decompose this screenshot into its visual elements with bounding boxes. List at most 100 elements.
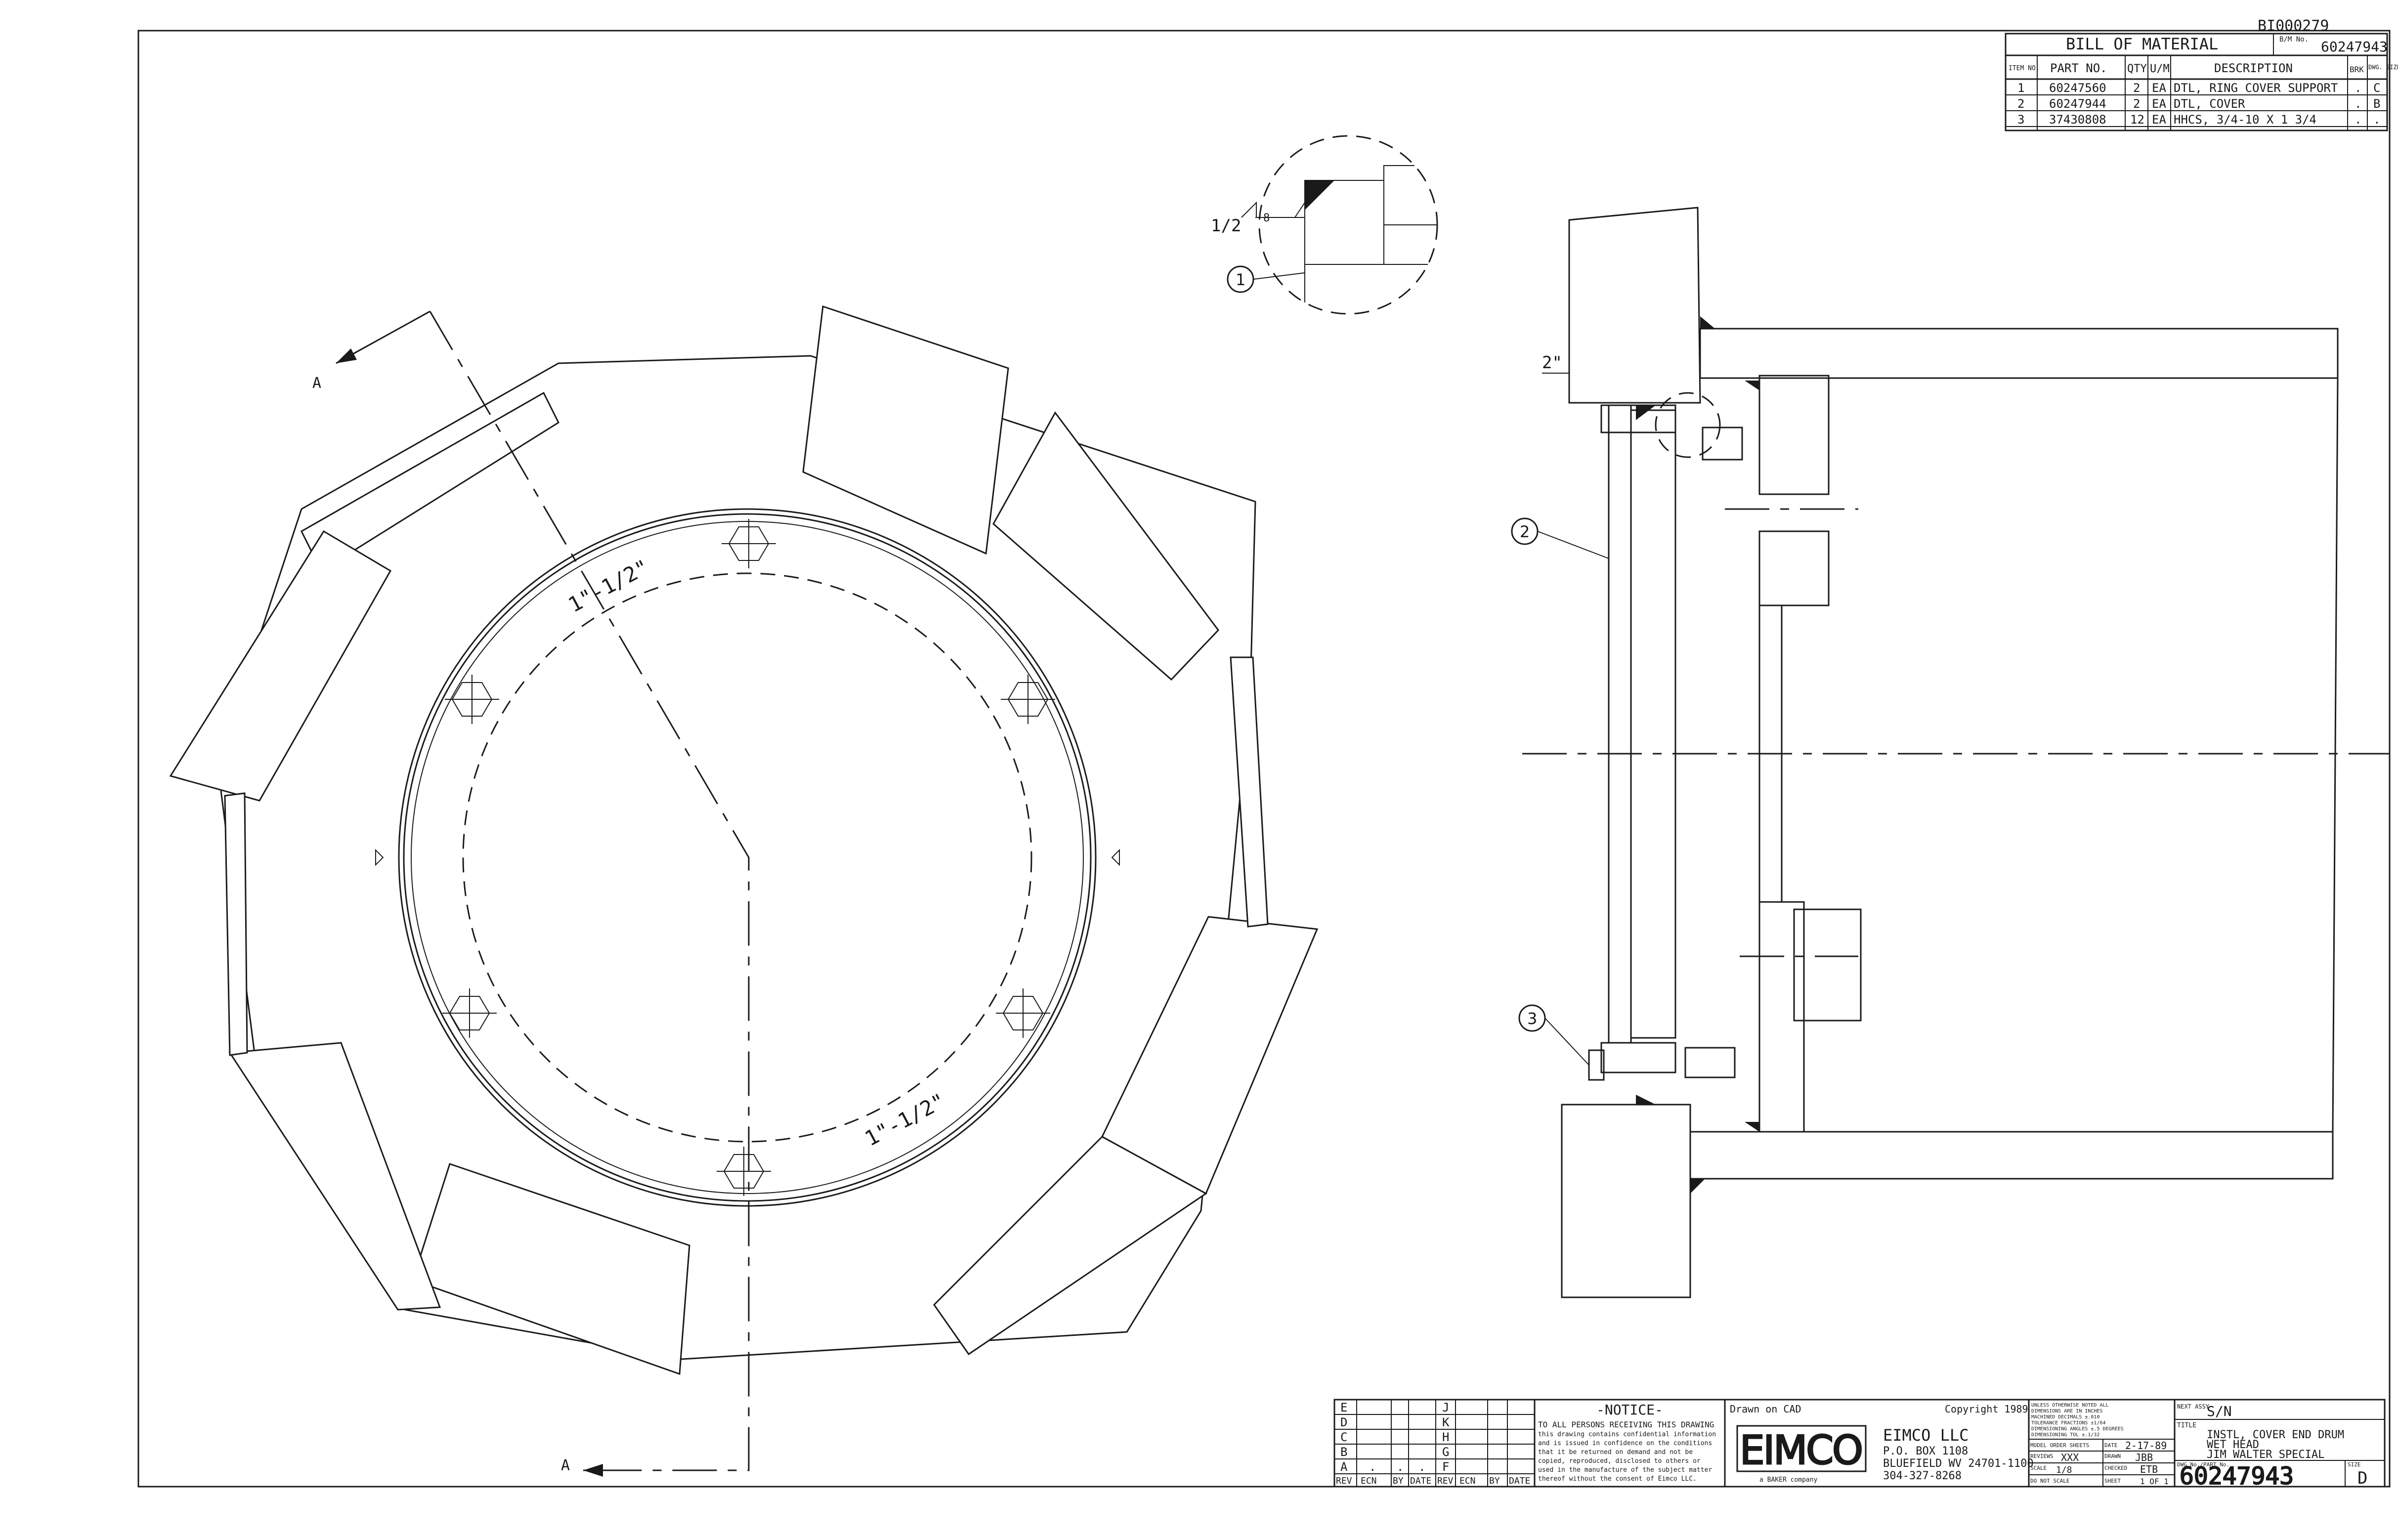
dimension-lower: 1"-1/2" — [861, 1088, 949, 1151]
bom-header-brk: BRK — [2350, 65, 2364, 74]
balloon-2-label: 2 — [1520, 522, 1530, 541]
bom-header-item: ITEM NO. — [2009, 65, 2040, 72]
title-block: NEXT ASSY S/N TITLE INSTL, COVER END DRU… — [2174, 1399, 2386, 1491]
rev-footer: ECN — [1361, 1476, 1377, 1486]
copyright: Copyright 1989 — [1945, 1403, 2028, 1415]
notice-line: thereof without the consent of Eimco LLC… — [1538, 1475, 1697, 1483]
section-label-a-bottom: A — [561, 1457, 570, 1474]
bom-cell: 1 — [2017, 81, 2024, 95]
bom-cell: DTL, COVER — [2174, 97, 2245, 111]
company-name: EIMCO LLC — [1883, 1426, 1969, 1445]
rev-letter: H — [1442, 1430, 1449, 1444]
rev-footer: DATE — [1410, 1476, 1431, 1486]
bolt-hex-group — [442, 519, 1055, 1196]
bom-cell: EA — [2152, 113, 2166, 127]
bom-header-qty: QTY — [2127, 63, 2147, 75]
tol-field-value: 1 OF 1 — [2140, 1477, 2169, 1486]
rev-dot: . — [1369, 1460, 1376, 1474]
size-label: SIZE — [2348, 1461, 2361, 1468]
tol-field-value: 2-17-89 — [2125, 1440, 2167, 1452]
bom-header-part: PART NO. — [2050, 61, 2107, 75]
chamfer-callout: 2" — [1542, 353, 1562, 373]
tolerance-block: UNLESS OTHERWISE NOTED ALL DIMENSIONS AR… — [2028, 1399, 2176, 1488]
sheet-border — [137, 30, 2391, 1488]
balloon-1-label: 1 — [1236, 270, 1245, 289]
tol-field-value: ETB — [2140, 1463, 2158, 1475]
notice-line: and is issued in confidence on the condi… — [1538, 1440, 1712, 1447]
weld-detail-view: 1/2 8 1 — [1211, 135, 1438, 315]
rev-letter: B — [1340, 1445, 1347, 1459]
bom-cell: EA — [2152, 81, 2166, 95]
notice-block: -NOTICE- TO ALL PERSONS RECEIVING THIS D… — [1534, 1399, 1726, 1488]
tol-field-label: DATE — [2104, 1442, 2118, 1449]
tol-field-label: REVIEWS — [2030, 1453, 2053, 1459]
balloon-3: 3 — [1518, 1004, 1589, 1066]
bom-row: 2 60247944 2 EA DTL, COVER . B — [2017, 97, 2380, 111]
tol-field-label: MODEL ORDER SHEETS — [2030, 1442, 2089, 1449]
dimension-upper: 1"-1/2" — [564, 555, 653, 617]
notice-line: copied, reproduced, disclosed to others … — [1538, 1457, 1701, 1465]
tolerance-line: MACHINED DECIMALS ±.010 — [2031, 1414, 2099, 1420]
company-address: P.O. BOX 1108 — [1883, 1445, 1968, 1457]
section-label-a-top: A — [312, 375, 321, 392]
tolerance-line: DIMENSIONING ANGLES ±.5 DEGREES — [2031, 1426, 2124, 1432]
bill-of-material-table: BILL OF MATERIAL B/M No. 60247943 ITEM N… — [2005, 33, 2398, 131]
eimco-logo: EIMCO — [1740, 1427, 1863, 1473]
bom-cell: C — [2373, 81, 2380, 95]
weld-angle-callout: 8 — [1263, 212, 1270, 224]
plan-view: A A 1"-1/2" 1"-1/2" — [169, 305, 1319, 1477]
notice-line: TO ALL PERSONS RECEIVING THIS DRAWING — [1538, 1420, 1714, 1429]
bom-title: BILL OF MATERIAL — [2066, 35, 2218, 53]
bom-row: 1 60247560 2 EA DTL, RING COVER SUPPORT … — [2017, 81, 2380, 95]
bom-number-label: B/M No. — [2279, 36, 2309, 43]
tol-field-label: SCALE — [2030, 1465, 2047, 1471]
company-address: BLUEFIELD WV 24701-1100 — [1883, 1457, 2034, 1470]
rev-footer: ECN — [1459, 1476, 1476, 1486]
balloon-3-label: 3 — [1527, 1009, 1537, 1028]
company-phone: 304-327-8268 — [1883, 1470, 1962, 1482]
bom-cell: DTL, RING COVER SUPPORT — [2174, 81, 2338, 95]
drawn-on-cad: Drawn on CAD — [1730, 1403, 1801, 1415]
bom-cell: 2 — [2017, 97, 2024, 111]
bom-row: 3 37430808 12 EA HHCS, 3/4-10 X 1 3/4 . … — [2017, 113, 2380, 127]
rev-letter: D — [1340, 1415, 1347, 1429]
hidden-inner-circle — [462, 572, 1032, 1143]
revision-block: E D C B A J K H G F . . . REV ECN BY DAT… — [1333, 1399, 1536, 1488]
company-sub: a BAKER company — [1759, 1476, 1818, 1484]
roller-blades — [169, 305, 1319, 1375]
bom-cell: 60247560 — [2049, 81, 2106, 95]
tol-field-value: XXX — [2061, 1452, 2079, 1463]
balloon-1: 1 — [1227, 265, 1305, 293]
bom-cell: . — [2355, 97, 2361, 111]
tol-field-value: 1/8 — [2056, 1465, 2072, 1475]
notice-title: -NOTICE- — [1596, 1402, 1663, 1418]
rev-letter: C — [1340, 1430, 1347, 1444]
rev-letter: A — [1340, 1460, 1348, 1474]
section-line-a — [429, 311, 750, 1471]
bom-cell: 37430808 — [2049, 113, 2106, 127]
rev-dot: . — [1418, 1460, 1425, 1474]
notice-line: this drawing contains confidential infor… — [1538, 1431, 1716, 1438]
bom-cell: 60247944 — [2049, 97, 2106, 111]
rev-footer: REV — [1336, 1476, 1352, 1486]
tolerance-line: DIMENSIONING TOL ±.1/32 — [2031, 1432, 2099, 1438]
notice-line: used in the manufacture of the subject m… — [1538, 1466, 1712, 1474]
dwg-number: 60247943 — [2180, 1462, 2294, 1490]
rev-footer: REV — [1437, 1476, 1454, 1486]
tol-field-label: DRAWN — [2104, 1453, 2121, 1459]
weld-size-callout: 1/2 — [1211, 216, 1241, 236]
title-label: TITLE — [2177, 1422, 2196, 1429]
rev-footer: DATE — [1509, 1476, 1530, 1486]
bom-cell: B — [2373, 97, 2380, 111]
bom-cell: . — [2355, 113, 2361, 127]
title-line: WET HEAD — [2207, 1439, 2259, 1451]
balloon-2: 2 — [1511, 517, 1609, 559]
next-assy-label: NEXT ASSY — [2177, 1403, 2210, 1410]
bom-cell: HHCS, 3/4-10 X 1 3/4 — [2174, 113, 2316, 127]
bom-cell: . — [2355, 81, 2361, 95]
bom-header-um: U/M — [2150, 63, 2170, 75]
title-line: INSTL, COVER END DRUM — [2207, 1429, 2344, 1441]
bom-cell: 3 — [2017, 113, 2024, 127]
size-value: D — [2357, 1468, 2367, 1488]
bom-header-description: DESCRIPTION — [2214, 61, 2293, 75]
